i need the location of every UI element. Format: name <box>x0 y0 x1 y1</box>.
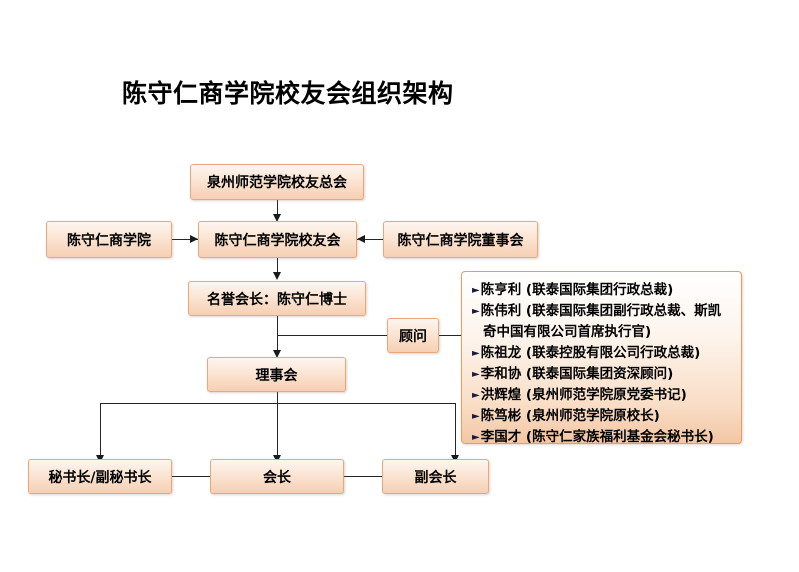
arrow-association-to-honorary <box>272 272 281 280</box>
node-secretary-general[interactable]: 秘书长/副秘书长 <box>28 459 172 494</box>
page-title: 陈守仁商学院校友会组织架构 <box>122 79 454 108</box>
node-alumni-association[interactable]: 陈守仁商学院校友会 <box>198 221 357 258</box>
advisor-name-and-title: 陈笃彬 (泉州师范学院原校长) <box>480 408 660 424</box>
node-council[interactable]: 理事会 <box>207 357 346 392</box>
bullet-triangle-icon: ► <box>472 369 480 380</box>
connector-bar-to-secretary <box>100 403 101 462</box>
connector-distribution-bar <box>100 403 455 404</box>
advisor-list-item: ►洪辉煌 (泉州师范学院原党委书记) <box>472 385 731 406</box>
connector-board-to-association <box>357 239 383 240</box>
bullet-triangle-icon: ► <box>472 285 480 296</box>
advisor-name-and-title: 陈祖龙 (联泰控股有限公司行政总裁) <box>480 345 701 361</box>
arrow-school-to-association <box>190 234 198 243</box>
node-honorary-president[interactable]: 名誉会长：陈守仁博士 <box>188 281 366 316</box>
arrow-board-to-association <box>357 234 365 243</box>
connector-top-to-association <box>277 200 278 220</box>
advisor-name-and-title: 洪辉煌 (泉州师范学院原党委书记) <box>480 387 687 403</box>
node-board-of-directors[interactable]: 陈守仁商学院董事会 <box>383 221 538 258</box>
connector-honorary-to-council <box>277 316 278 356</box>
advisor-name-and-title: 陈亨利 (联泰国际集团行政总裁) <box>480 282 674 298</box>
node-advisor[interactable]: 顾问 <box>387 318 439 353</box>
advisor-list-item: ►陈笃彬 (泉州师范学院原校长) <box>472 406 731 427</box>
advisor-name-and-title: 李和协 (联泰国际集团资深顾问) <box>480 366 674 382</box>
connector-school-to-association <box>172 239 198 240</box>
node-business-school[interactable]: 陈守仁商学院 <box>46 221 172 258</box>
bullet-triangle-icon: ► <box>472 306 480 317</box>
connector-president-to-vice-president <box>344 476 382 477</box>
advisor-list-item: ►陈祖龙 (联泰控股有限公司行政总裁) <box>472 343 731 364</box>
advisor-list-panel: ►陈亨利 (联泰国际集团行政总裁)►陈伟利 (联泰国际集团副行政总裁、斯凯奇中国… <box>461 271 742 445</box>
bullet-triangle-icon: ► <box>472 411 480 422</box>
arrow-top-to-association <box>272 214 281 222</box>
connector-association-to-honorary <box>277 258 278 278</box>
advisor-name-and-title: 李国才 (陈守仁家族福利基金会秘书长) <box>480 429 714 445</box>
advisor-name-and-title: 陈伟利 (联泰国际集团副行政总裁、斯凯奇中国有限公司首席执行官) <box>480 303 722 340</box>
connector-advisor-to-panel <box>439 335 461 336</box>
bullet-triangle-icon: ► <box>472 432 480 443</box>
advisor-list: ►陈亨利 (联泰国际集团行政总裁)►陈伟利 (联泰国际集团副行政总裁、斯凯奇中国… <box>472 280 731 448</box>
arrow-honorary-to-council <box>272 350 281 358</box>
advisor-list-item: ►陈伟利 (联泰国际集团副行政总裁、斯凯奇中国有限公司首席执行官) <box>472 301 731 343</box>
connector-bar-to-vice-president <box>455 403 456 462</box>
advisor-list-item: ►陈亨利 (联泰国际集团行政总裁) <box>472 280 731 301</box>
connector-council-down <box>277 392 278 462</box>
advisor-list-item: ►李国才 (陈守仁家族福利基金会秘书长) <box>472 427 731 448</box>
bullet-triangle-icon: ► <box>472 348 480 359</box>
node-president[interactable]: 会长 <box>210 459 344 494</box>
node-vice-president[interactable]: 副会长 <box>382 459 489 494</box>
node-alumni-general-association[interactable]: 泉州师范学院校友总会 <box>190 164 364 200</box>
connector-spine-to-advisor <box>277 335 387 336</box>
bullet-triangle-icon: ► <box>472 390 480 401</box>
advisor-list-item: ►李和协 (联泰国际集团资深顾问) <box>472 364 731 385</box>
connector-secretary-to-president <box>172 476 210 477</box>
